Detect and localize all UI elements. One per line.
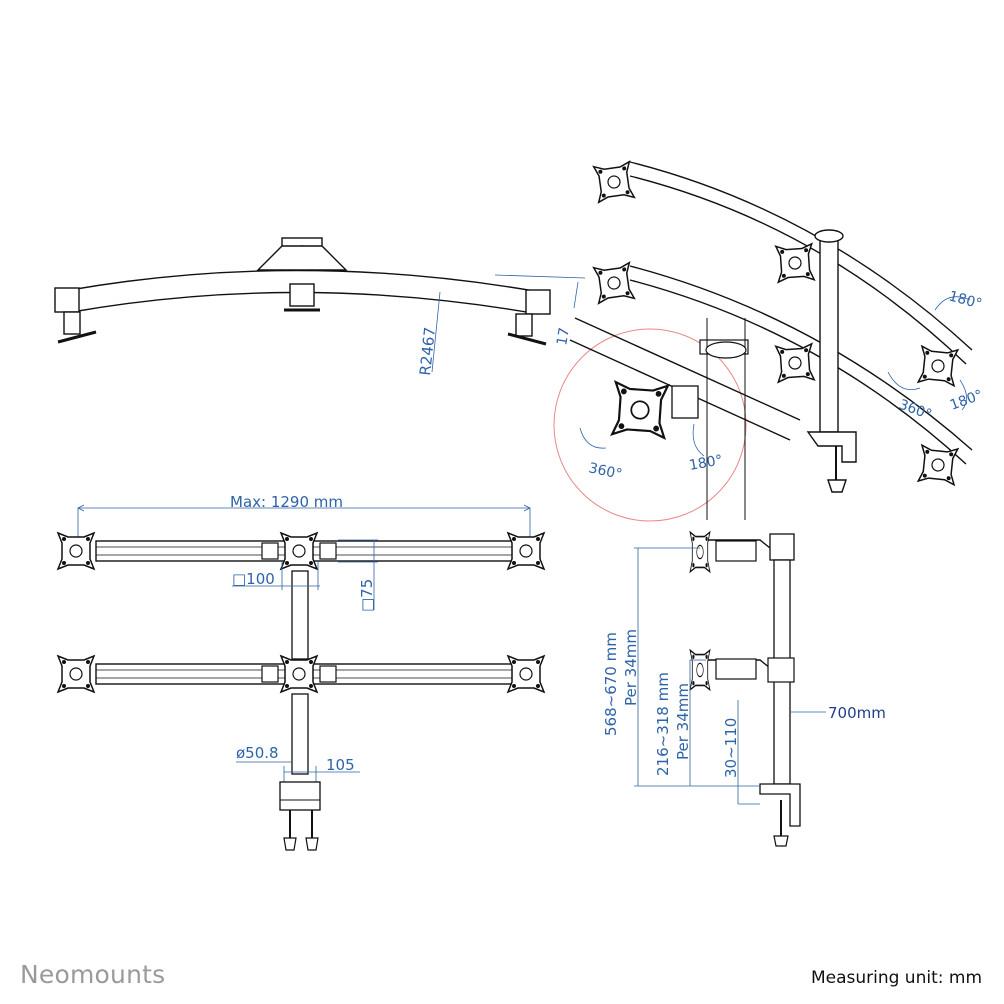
clamp-range-label: 30~110 (722, 718, 740, 778)
swivel-360-label: 360° (897, 397, 934, 424)
max-width-label: Max: 1290 mm (230, 493, 343, 511)
tilt-180-label: 180° (948, 387, 985, 414)
side-view: 568~670 mm Per 34mm 216~318 mm Per 34mm … (602, 531, 886, 847)
brand-logo: Neomounts (20, 960, 166, 989)
measuring-unit-note: Measuring unit: mm (810, 968, 982, 988)
perspective-view: 180° 360° 180° (592, 160, 985, 493)
pole-diameter-label: ø50.8 (236, 744, 279, 762)
offset-label: 17 (554, 326, 573, 346)
front-view: Max: 1290 mm □100 □75 ø50.8 (57, 493, 545, 851)
tilt-180-detail-label: 180° (688, 452, 724, 474)
detail-callout: 360° 180° (553, 317, 801, 522)
clamp-depth-label: 105 (326, 756, 355, 774)
rotate-360-label: 360° (587, 460, 623, 483)
height-step-top-label: Per 34mm (622, 629, 640, 706)
pole-height-label: 700mm (828, 704, 886, 722)
swivel-180-label: 180° (947, 288, 984, 312)
radius-label: R2467 (416, 326, 439, 376)
vesa-h-label: □100 (232, 570, 275, 588)
height-range-mid-label: 216~318 mm (654, 672, 672, 776)
height-range-top-label: 568~670 mm (602, 632, 620, 736)
top-view-curved-bar: R2467 17 (54, 237, 586, 376)
vesa-v-label: □75 (358, 579, 376, 612)
height-step-mid-label: Per 34mm (674, 683, 692, 760)
